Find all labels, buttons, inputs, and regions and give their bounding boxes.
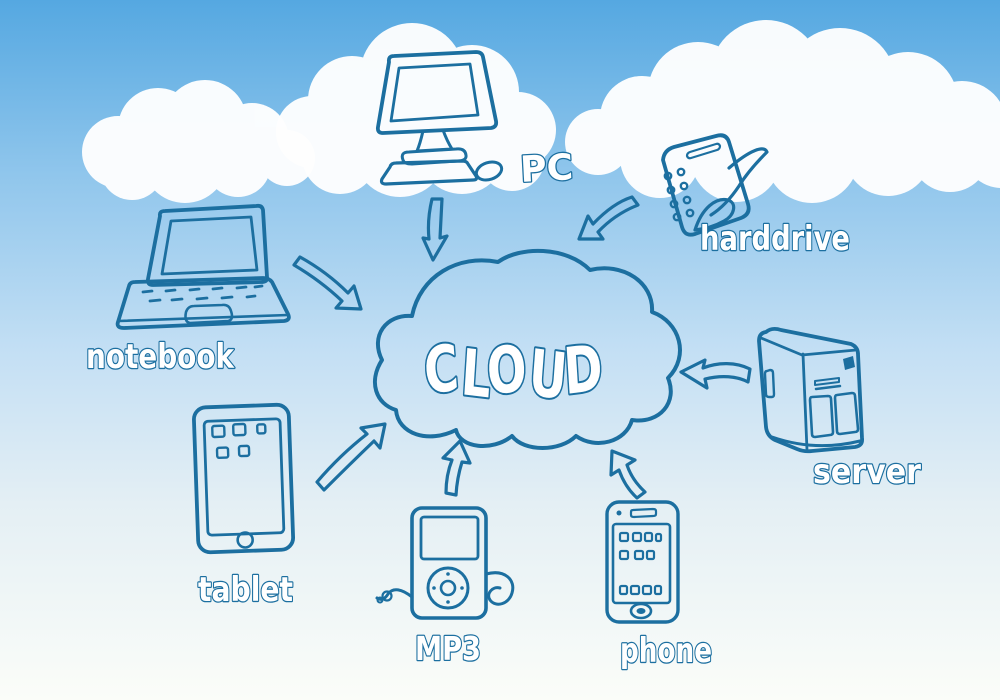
mp3-click-wheel [426, 566, 470, 610]
notebook-label: notebook [86, 337, 235, 377]
arrows [292, 195, 752, 500]
mp3-player-icon [375, 506, 515, 620]
phone-camera-dot [616, 510, 622, 516]
background-cloud-right [565, 20, 1000, 203]
notebook-icon [115, 203, 291, 330]
server-label: server [813, 452, 921, 492]
tablet-app-icons [211, 422, 267, 460]
phone-icon [605, 500, 680, 624]
arrow-phone-to-cloud [609, 449, 647, 500]
background-cloud-left [82, 80, 315, 203]
arrow-server-to-cloud [679, 358, 752, 390]
harddrive-icon [661, 133, 769, 237]
pc-mouse-icon [474, 160, 504, 182]
tablet-home-button [236, 531, 254, 549]
central-cloud: CLOUD [372, 248, 682, 450]
arrow-harddrive-to-cloud [577, 195, 640, 241]
phone-label: phone [620, 631, 712, 671]
arrow-notebook-to-cloud [292, 255, 363, 311]
pc-label: PC [519, 147, 574, 191]
tablet-icon [192, 402, 296, 555]
central-cloud-label: CLOUD [420, 333, 605, 414]
harddrive-label: harddrive [700, 219, 850, 259]
arrow-pc-to-cloud [421, 197, 449, 262]
tablet-label: tablet [198, 570, 293, 610]
pc-icon [375, 50, 504, 186]
server-icon [757, 326, 865, 454]
harddrive-cable [709, 147, 769, 217]
phone-home-button [629, 602, 653, 620]
harddrive-vent-dots [663, 167, 695, 222]
arrow-tablet-to-cloud [315, 422, 387, 492]
central-cloud-outline [372, 248, 682, 450]
notebook-keys [141, 284, 264, 303]
arrow-mp3-to-cloud [441, 439, 472, 497]
mp3-label: MP3 [415, 629, 481, 668]
server-power-button [843, 356, 855, 370]
mp3-earbud-cable [375, 588, 414, 601]
phone-app-icons [618, 531, 663, 596]
